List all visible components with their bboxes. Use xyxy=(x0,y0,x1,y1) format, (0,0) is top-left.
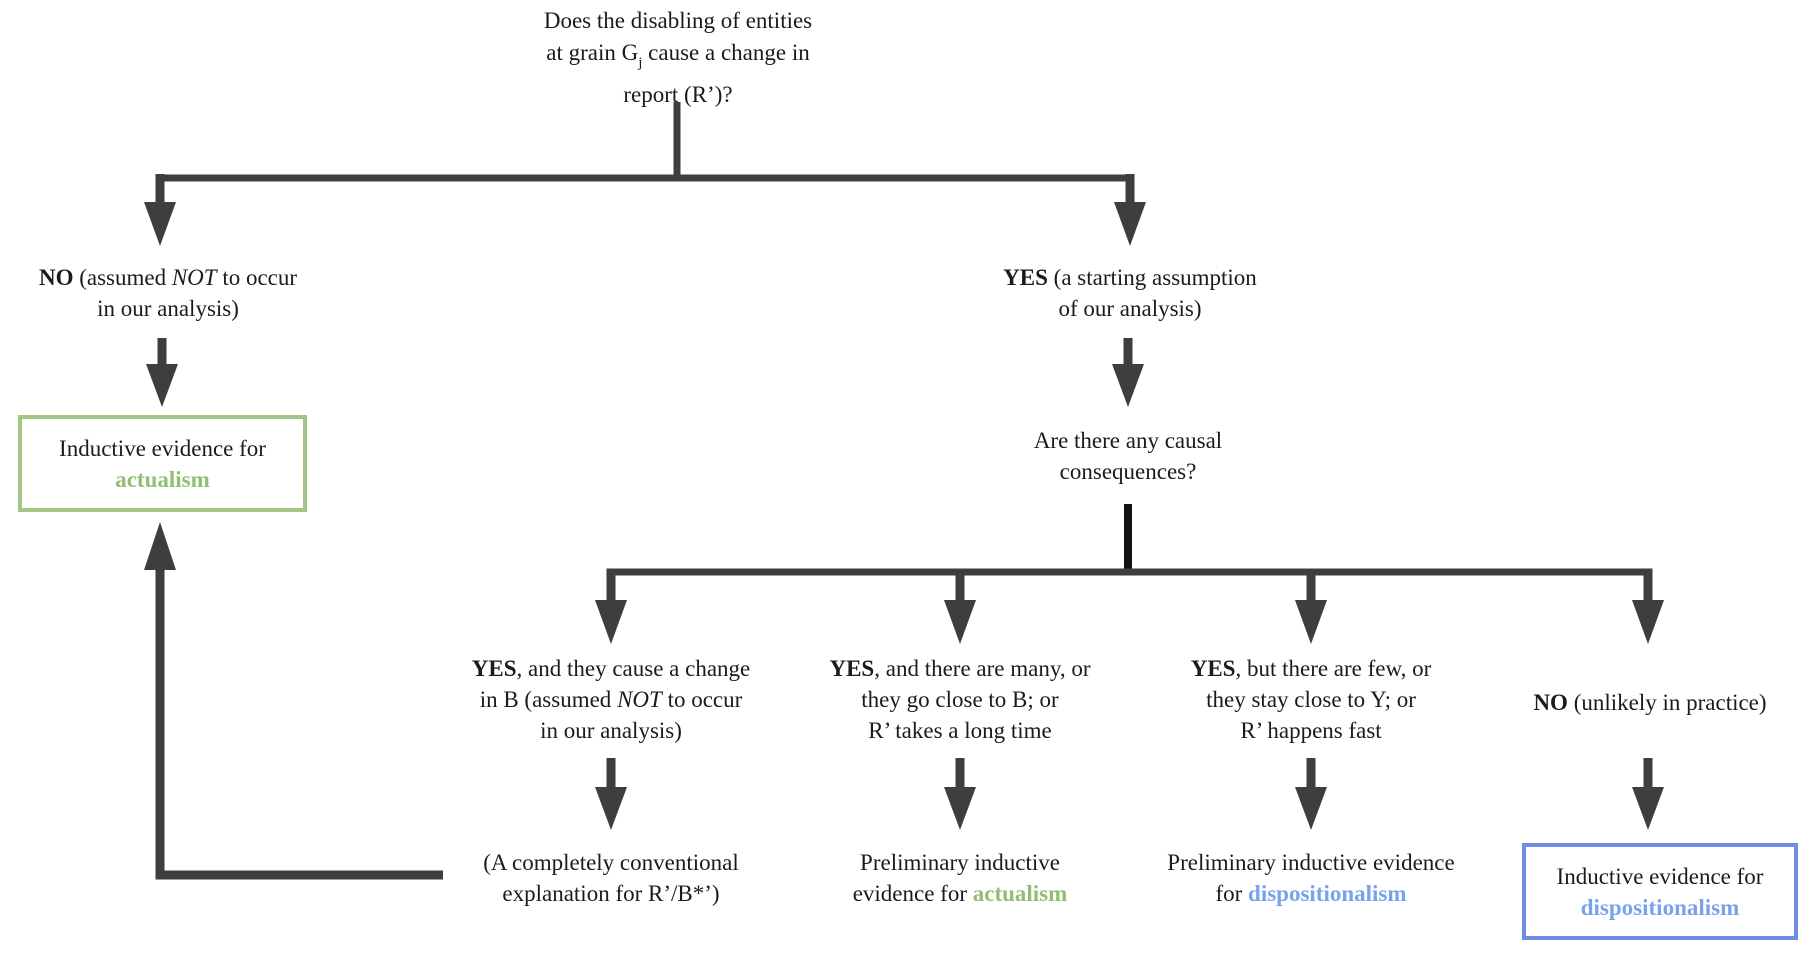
outcome-actualism-box: Inductive evidence for actualism xyxy=(18,415,307,512)
decision-root-question: Does the disabling of entities at grain … xyxy=(448,5,908,111)
arrow-to-no xyxy=(144,174,176,246)
branch-no-label: NO (assumed NOT to occur in our analysis… xyxy=(38,265,298,321)
sub-branch-3-label: YES, but there are few, or they stay clo… xyxy=(1190,656,1432,743)
actualism-term: actualism xyxy=(972,881,1068,906)
arrow-to-sub-branch-3 xyxy=(1295,568,1327,644)
arrow-sub2-to-outcome xyxy=(944,758,976,830)
dispositionalism-term: dispositionalism xyxy=(1248,881,1407,906)
arrow-sub3-to-outcome xyxy=(1295,758,1327,830)
root-question-line2b: cause a change in xyxy=(642,40,810,65)
decision-causal-consequences: Are there any causal consequences? xyxy=(1033,428,1223,484)
sub-branch-1-label: YES, and they cause a change in B (assum… xyxy=(471,656,751,743)
arrow-sub1-to-outcome xyxy=(595,758,627,830)
branch-yes-label: YES (a starting assumption of our analys… xyxy=(1003,265,1257,321)
arrow-loopback-to-actualism-box xyxy=(144,522,443,880)
root-question-line2: at grain G xyxy=(546,40,639,65)
sub-branch-2-label: YES, and there are many, or they go clos… xyxy=(829,656,1091,743)
dispositionalism-term: dispositionalism xyxy=(1580,894,1740,920)
actualism-term: actualism xyxy=(115,466,210,492)
outcome-preliminary-dispositionalism: Preliminary inductive evidence for dispo… xyxy=(1167,850,1455,906)
outcome-preliminary-actualism: Preliminary inductive evidence for actua… xyxy=(852,850,1068,906)
arrow-to-sub-branch-2 xyxy=(944,568,976,644)
arrow-yes-to-question2 xyxy=(1112,338,1144,407)
outcome-conventional-explanation: (A completely conventional explanation f… xyxy=(483,850,739,906)
outcome-dispositionalism-box: Inductive evidence for dispositionalism xyxy=(1522,843,1798,940)
root-question-line1: Does the disabling of entities xyxy=(543,8,813,33)
arrow-to-sub-branch-1 xyxy=(595,568,627,644)
arrow-no-to-actualism-box xyxy=(146,338,178,407)
root-question-line3: report (R’)? xyxy=(623,82,733,107)
arrow-to-sub-branch-4 xyxy=(1632,568,1664,644)
arrow-to-yes xyxy=(1114,174,1146,246)
sub-branch-4-label: NO (unlikely in practice) xyxy=(1533,690,1767,715)
root-question-subscript: j xyxy=(638,55,643,71)
arrow-sub4-to-disp-box xyxy=(1632,758,1664,830)
